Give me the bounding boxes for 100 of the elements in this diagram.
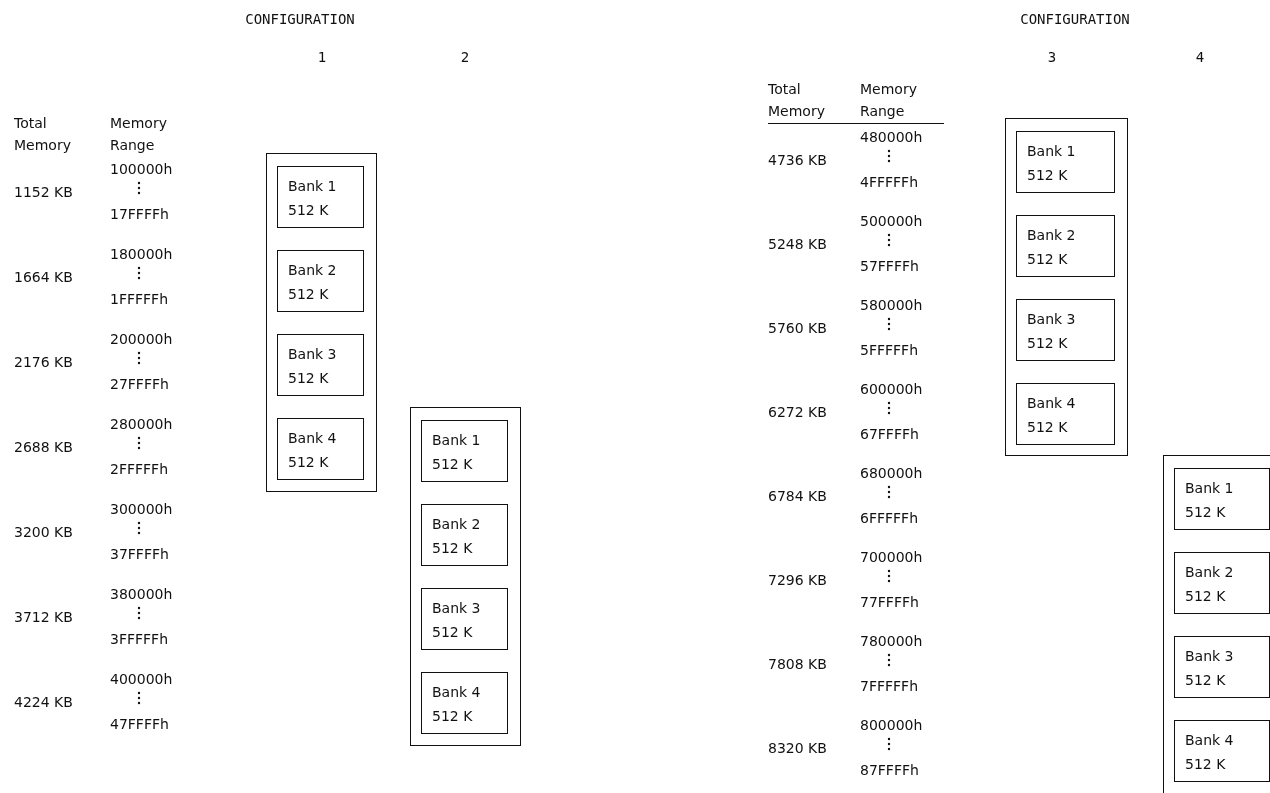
end-address: 3FFFFFh bbox=[110, 630, 169, 648]
start-address: 780000h bbox=[860, 632, 923, 650]
memory-bank-box bbox=[421, 504, 508, 566]
total-memory-value: 6784 KB bbox=[768, 487, 827, 505]
configuration-frame bbox=[1163, 455, 1270, 793]
bank-size: 512 K bbox=[1027, 250, 1068, 268]
end-address: 47FFFFh bbox=[110, 715, 169, 733]
bank-size: 512 K bbox=[1185, 755, 1226, 773]
memory-bank-box bbox=[1174, 720, 1270, 782]
start-address: 500000h bbox=[860, 212, 923, 230]
total-memory-value: 7808 KB bbox=[768, 655, 827, 673]
bank-size: 512 K bbox=[432, 623, 473, 641]
start-address: 800000h bbox=[860, 716, 923, 734]
total-memory-value: 7296 KB bbox=[768, 571, 827, 589]
configuration-frame bbox=[1005, 118, 1128, 456]
config-number: 4 bbox=[1195, 48, 1205, 66]
bank-name: Bank 2 bbox=[1027, 226, 1076, 244]
memory-bank-box bbox=[277, 250, 364, 312]
end-address: 2FFFFFh bbox=[110, 460, 169, 478]
total-memory-value: 1152 KB bbox=[14, 183, 73, 201]
column-heading: Memory Range bbox=[860, 80, 918, 121]
start-address: 300000h bbox=[110, 500, 173, 518]
bank-name: Bank 1 bbox=[1027, 142, 1076, 160]
bank-name: Bank 3 bbox=[288, 345, 337, 363]
bank-name: Bank 2 bbox=[1185, 563, 1234, 581]
total-memory-value: 3200 KB bbox=[14, 523, 73, 541]
configuration-frame bbox=[410, 407, 521, 746]
start-address: 280000h bbox=[110, 415, 173, 433]
config-number: 3 bbox=[1047, 48, 1057, 66]
memory-bank-box bbox=[277, 166, 364, 228]
total-memory-value: 2688 KB bbox=[14, 438, 73, 456]
memory-bank-box bbox=[1016, 383, 1115, 445]
bank-size: 512 K bbox=[288, 369, 329, 387]
bank-name: Bank 4 bbox=[288, 429, 337, 447]
end-address: 27FFFFh bbox=[110, 375, 169, 393]
bank-size: 512 K bbox=[1027, 166, 1068, 184]
end-address: 77FFFFh bbox=[860, 593, 919, 611]
memory-bank-box bbox=[421, 672, 508, 734]
config-heading: CONFIGURATION bbox=[245, 10, 355, 28]
bank-name: Bank 3 bbox=[1185, 647, 1234, 665]
bank-size: 512 K bbox=[288, 453, 329, 471]
bank-name: Bank 4 bbox=[1185, 731, 1234, 749]
memory-bank-box bbox=[1174, 636, 1270, 698]
end-address: 67FFFFh bbox=[860, 425, 919, 443]
bank-size: 512 K bbox=[432, 539, 473, 557]
bank-name: Bank 3 bbox=[432, 599, 481, 617]
memory-bank-box bbox=[1016, 299, 1115, 361]
end-address: 17FFFFh bbox=[110, 205, 169, 223]
start-address: 600000h bbox=[860, 380, 923, 398]
start-address: 180000h bbox=[110, 245, 173, 263]
memory-bank-box bbox=[1174, 552, 1270, 614]
end-address: 6FFFFFh bbox=[860, 509, 919, 527]
bank-size: 512 K bbox=[1185, 671, 1226, 689]
total-memory-value: 2176 KB bbox=[14, 353, 73, 371]
bank-name: Bank 1 bbox=[432, 431, 481, 449]
bank-size: 512 K bbox=[1185, 587, 1226, 605]
bank-name: Bank 1 bbox=[1185, 479, 1234, 497]
start-address: 680000h bbox=[860, 464, 923, 482]
end-address: 1FFFFFh bbox=[110, 290, 169, 308]
start-address: 200000h bbox=[110, 330, 173, 348]
bank-size: 512 K bbox=[432, 707, 473, 725]
config-heading: CONFIGURATION bbox=[1020, 10, 1130, 28]
column-heading: Total Memory bbox=[768, 80, 826, 121]
bank-name: Bank 3 bbox=[1027, 310, 1076, 328]
column-heading: Total Memory bbox=[14, 114, 72, 155]
bank-size: 512 K bbox=[1027, 418, 1068, 436]
total-memory-value: 1664 KB bbox=[14, 268, 73, 286]
start-address: 580000h bbox=[860, 296, 923, 314]
bank-name: Bank 1 bbox=[288, 177, 337, 195]
end-address: 5FFFFFh bbox=[860, 341, 919, 359]
bank-name: Bank 2 bbox=[432, 515, 481, 533]
total-memory-value: 3712 KB bbox=[14, 608, 73, 626]
total-memory-value: 5248 KB bbox=[768, 235, 827, 253]
end-address: 7FFFFFh bbox=[860, 677, 919, 695]
total-memory-value: 5760 KB bbox=[768, 319, 827, 337]
bank-size: 512 K bbox=[1027, 334, 1068, 352]
total-memory-value: 8320 KB bbox=[768, 739, 827, 757]
memory-bank-box bbox=[277, 418, 364, 480]
memory-bank-box bbox=[277, 334, 364, 396]
config-number: 1 bbox=[317, 48, 327, 66]
start-address: 380000h bbox=[110, 585, 173, 603]
configuration-frame bbox=[266, 153, 377, 492]
memory-bank-box bbox=[421, 420, 508, 482]
end-address: 57FFFFh bbox=[860, 257, 919, 275]
bank-size: 512 K bbox=[288, 201, 329, 219]
memory-bank-box bbox=[1016, 131, 1115, 193]
config-number: 2 bbox=[460, 48, 470, 66]
bank-size: 512 K bbox=[432, 455, 473, 473]
start-address: 700000h bbox=[860, 548, 923, 566]
end-address: 87FFFFh bbox=[860, 761, 919, 779]
column-heading: Memory Range bbox=[110, 114, 168, 155]
total-memory-value: 4224 KB bbox=[14, 693, 73, 711]
bank-name: Bank 4 bbox=[1027, 394, 1076, 412]
start-address: 400000h bbox=[110, 670, 173, 688]
total-memory-value: 4736 KB bbox=[768, 151, 827, 169]
memory-bank-box bbox=[421, 588, 508, 650]
start-address: 100000h bbox=[110, 160, 173, 178]
end-address: 37FFFFh bbox=[110, 545, 169, 563]
bank-size: 512 K bbox=[288, 285, 329, 303]
memory-bank-box bbox=[1174, 468, 1270, 530]
